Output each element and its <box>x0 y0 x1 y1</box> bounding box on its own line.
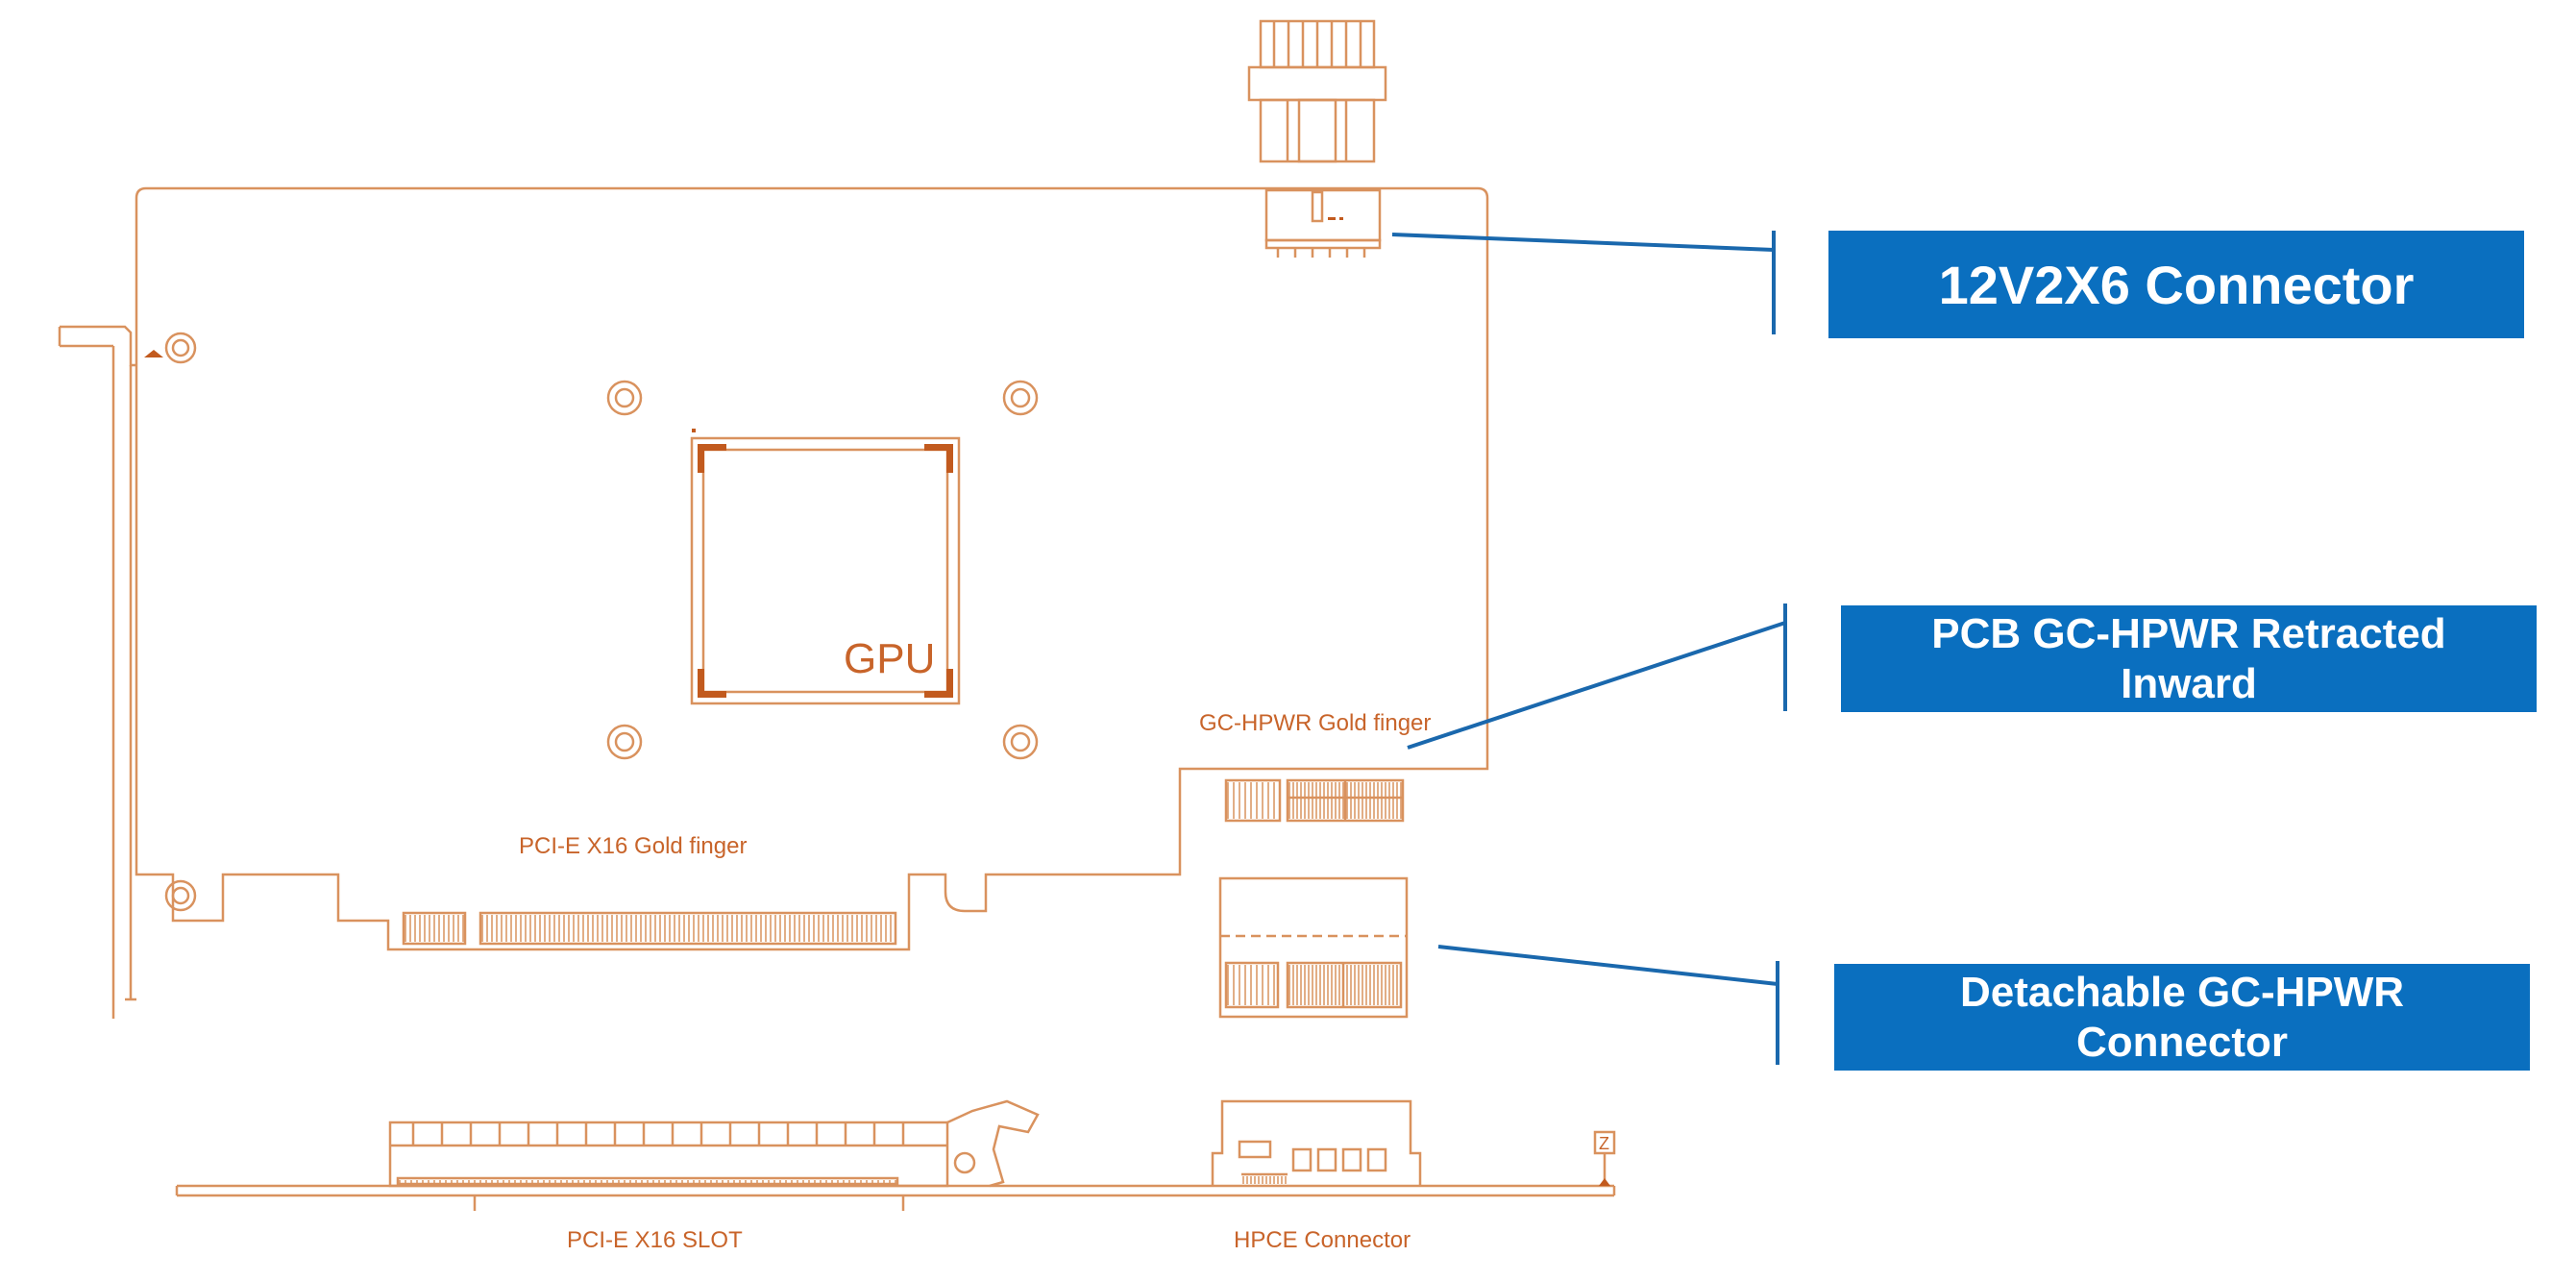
gpu-text: GPU <box>844 635 935 682</box>
hpce-connector-base <box>1211 1099 1422 1186</box>
gpu-chip <box>690 436 961 705</box>
label-retracted-line1: PCB GC-HPWR Retracted <box>1931 609 2446 657</box>
label-12v2x6-connector: 12V2X6 Connector <box>1828 231 2524 338</box>
hpce-connector-text: HPCE Connector <box>1234 1227 1411 1253</box>
label-retracted-line2: Inward <box>2121 659 2257 707</box>
io-bracket <box>58 325 197 1019</box>
pcie-slot <box>388 1099 1040 1211</box>
detachable-connector <box>1218 876 1409 1019</box>
pcie-gold-finger-text: PCI-E X16 Gold finger <box>519 833 747 859</box>
gpu-corner-marks <box>698 444 953 698</box>
pcb-outline <box>135 186 1489 951</box>
pcie-gold-finger <box>402 911 897 946</box>
gc-hpwr-gold-finger-pads <box>1224 778 1405 823</box>
label-detachable-gc-hpwr: Detachable GC-HPWR Connector <box>1834 964 2530 1071</box>
callout-lines <box>1391 231 1787 1065</box>
pcie-slot-text: PCI-E X16 SLOT <box>567 1227 743 1253</box>
onboard-12v-connector <box>1264 188 1382 258</box>
label-pcb-gc-hpwr-retracted: PCB GC-HPWR Retracted Inward <box>1841 605 2537 712</box>
z-axis-text: Z <box>1599 1134 1609 1153</box>
pad-hatching <box>399 782 1402 1184</box>
power-plug <box>1247 19 1387 163</box>
label-12v2x6-text: 12V2X6 Connector <box>1938 254 2415 315</box>
small-marks <box>144 217 1610 1186</box>
label-detachable-line1: Detachable GC-HPWR <box>1959 968 2405 1016</box>
motherboard-baseline <box>175 1184 1616 1197</box>
mounting-holes <box>606 380 1039 760</box>
label-detachable-line2: Connector <box>2076 1018 2288 1066</box>
gc-hpwr-gold-finger-text: GC-HPWR Gold finger <box>1199 710 1431 736</box>
